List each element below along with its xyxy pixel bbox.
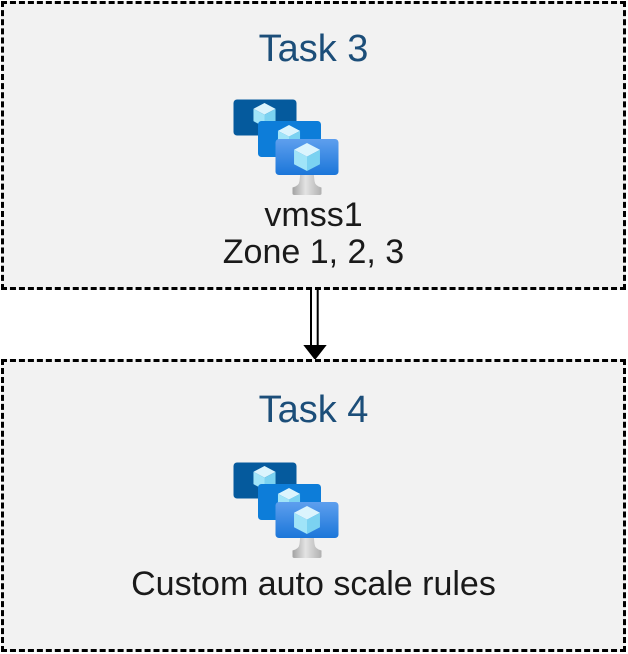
vmss-name-label: vmss1 (264, 196, 363, 234)
autoscale-rules-label: Custom auto scale rules (131, 565, 496, 603)
task-4-caption: Custom auto scale rules (4, 564, 623, 604)
task-3-card: Task 3 vmss1 Zone 1, 2, 3 (1, 1, 626, 290)
down-arrow-icon (303, 290, 327, 360)
zone-label: Zone 1, 2, 3 (222, 233, 405, 271)
vm-scale-sets-icon (233, 460, 339, 560)
task-4-title: Task 4 (258, 389, 369, 431)
vm-scale-sets-icon (233, 97, 339, 197)
task-3-title: Task 3 (258, 28, 369, 70)
task-3-caption: vmss1 Zone 1, 2, 3 (4, 197, 623, 271)
task-4-card: Task 4 Custom auto scale rules (1, 359, 626, 652)
